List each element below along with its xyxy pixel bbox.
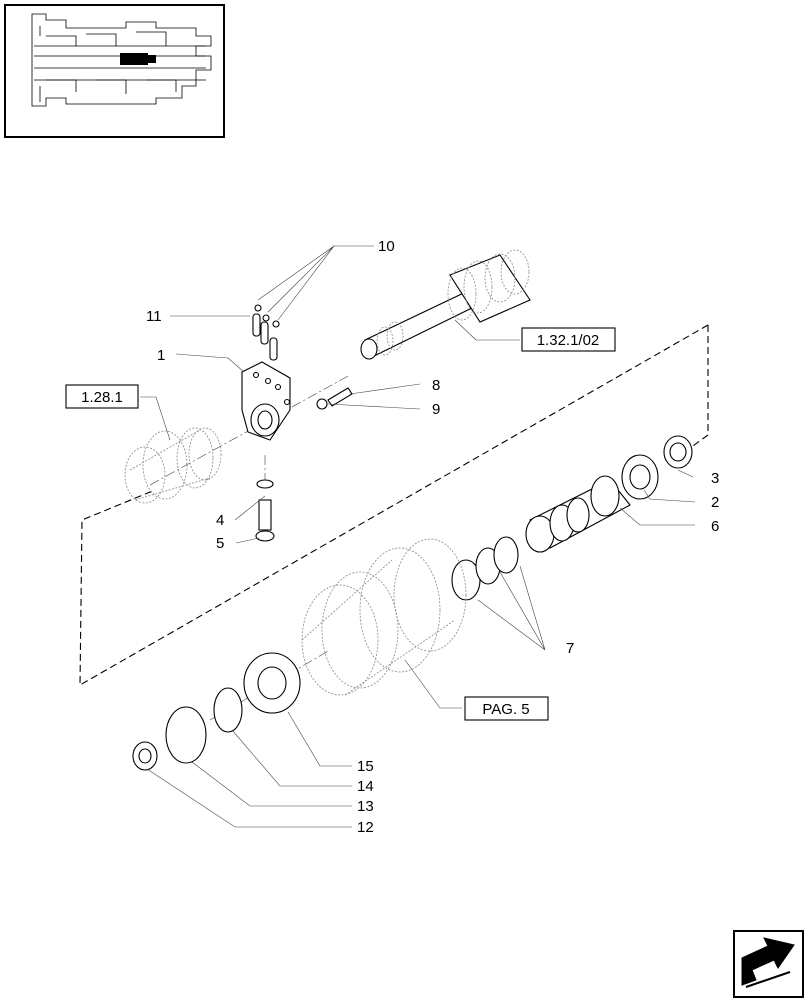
ref-box-pag-5[interactable]: PAG. 5 (464, 696, 549, 721)
bearings-and-piston (525, 435, 693, 553)
callout-14: 14 (357, 778, 374, 795)
callout-10: 10 (378, 238, 395, 255)
clutch-pack (301, 538, 467, 696)
ref-pag-5-label: PAG. 5 (482, 701, 529, 718)
callout-3: 3 (711, 470, 719, 487)
ref-1-28-1-label: 1.28.1 (81, 389, 123, 406)
pins-and-balls (252, 304, 280, 361)
callout-7: 7 (566, 640, 574, 657)
ref-box-1-28-1[interactable]: 1.28.1 (65, 384, 139, 409)
callout-6: 6 (711, 518, 719, 535)
shift-bracket (241, 361, 291, 441)
ball-bearing (243, 652, 301, 714)
callout-15: 15 (357, 758, 374, 775)
callout-8: 8 (432, 377, 440, 394)
ref-box-1-32-1-02[interactable]: 1.32.1/02 (521, 327, 616, 352)
callout-1: 1 (157, 347, 165, 364)
washer-and-screw (255, 479, 275, 542)
assembly-boundary-dashed (79, 324, 709, 686)
callout-5: 5 (216, 535, 224, 552)
ref-1-32-1-02-label: 1.32.1/02 (537, 332, 600, 349)
callout-4: 4 (216, 512, 224, 529)
callout-2: 2 (711, 494, 719, 511)
reference-gear (124, 427, 222, 504)
snap-rings-and-bearing (132, 687, 243, 771)
bolt-and-washer (316, 387, 353, 410)
callout-11: 11 (146, 308, 162, 325)
next-page-arrow-icon[interactable] (733, 930, 804, 998)
callout-13: 13 (357, 798, 374, 815)
callout-12: 12 (357, 819, 374, 836)
locator-thumbnail (4, 4, 225, 138)
highlighted-shaft-block (120, 53, 148, 65)
seal-rings (451, 536, 519, 601)
leader-lines (140, 245, 696, 828)
upper-shaft (360, 249, 531, 360)
transmission-thumbnail-drawing (31, 13, 212, 107)
callout-9: 9 (432, 401, 440, 418)
